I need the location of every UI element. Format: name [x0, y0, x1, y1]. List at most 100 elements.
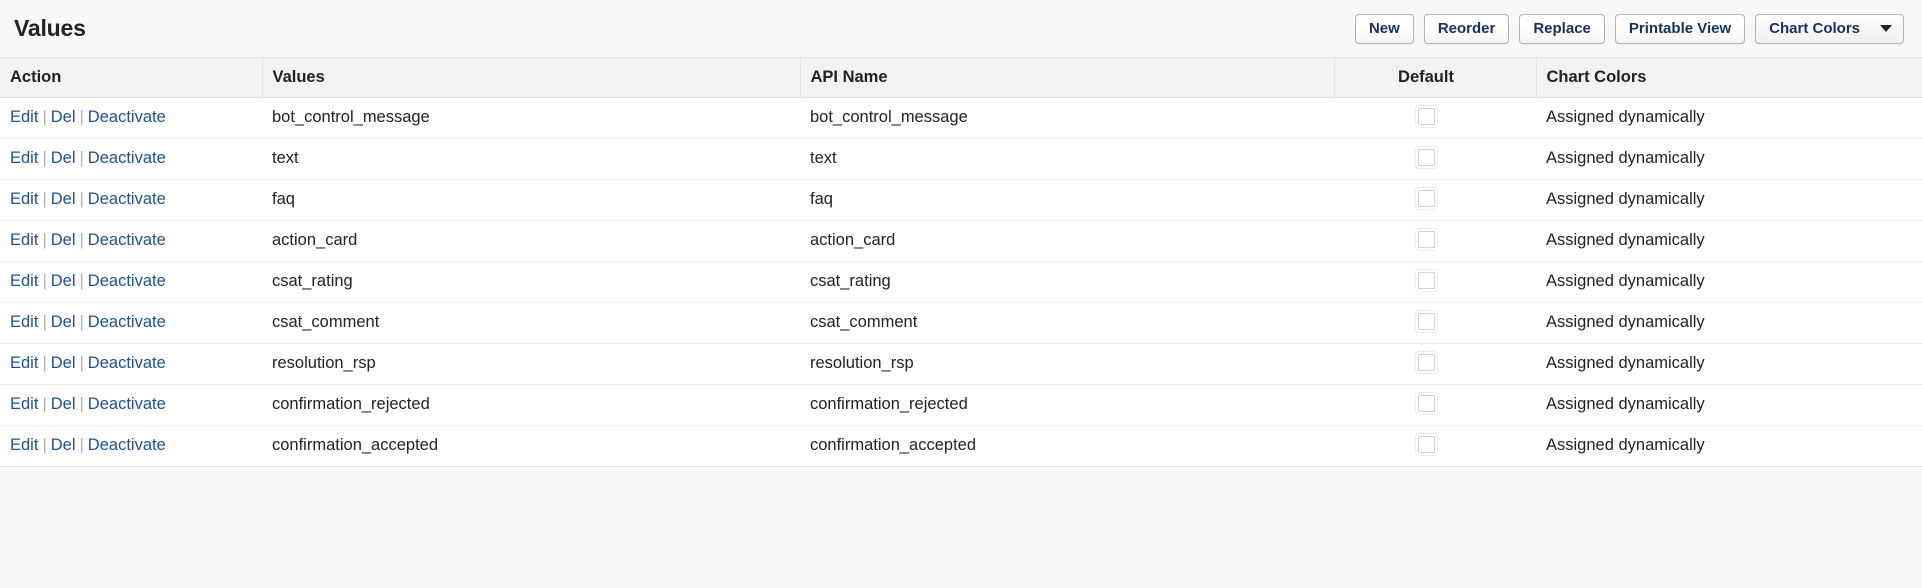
default-checkbox-wrapper: [1344, 105, 1536, 129]
del-link[interactable]: Del: [50, 149, 76, 167]
cell-value: bot_control_message: [262, 97, 800, 139]
del-link[interactable]: Del: [50, 272, 76, 290]
cell-api-name: text: [800, 138, 1334, 180]
deactivate-link[interactable]: Deactivate: [87, 395, 166, 413]
column-header-chart-colors: Chart Colors: [1536, 58, 1922, 98]
default-checkbox[interactable]: [1414, 392, 1438, 416]
default-checkbox[interactable]: [1414, 433, 1438, 457]
deactivate-link[interactable]: Deactivate: [87, 231, 166, 249]
cell-action: Edit|Del|Deactivate: [0, 425, 262, 466]
cell-default: [1334, 425, 1536, 466]
deactivate-link[interactable]: Deactivate: [87, 313, 166, 331]
cell-value: csat_rating: [262, 261, 800, 303]
deactivate-link[interactable]: Deactivate: [87, 272, 166, 290]
column-header-values: Values: [262, 58, 801, 98]
default-checkbox[interactable]: [1414, 269, 1438, 293]
edit-link[interactable]: Edit: [10, 354, 39, 372]
cell-chart-color: Assigned dynamically: [1536, 220, 1922, 262]
cell-default: [1334, 97, 1536, 139]
chart-colors-dropdown[interactable]: Chart Colors: [1755, 13, 1904, 44]
action-separator: |: [79, 313, 84, 331]
row-action-links: Edit|Del|Deactivate: [10, 354, 166, 372]
page-header: Values New Reorder Replace Printable View Ch…: [0, 0, 1922, 57]
cell-chart-color: Assigned dynamically: [1536, 97, 1922, 139]
deactivate-link[interactable]: Deactivate: [87, 436, 166, 454]
action-separator: |: [42, 395, 47, 413]
cell-default: [1334, 220, 1536, 262]
edit-link[interactable]: Edit: [10, 149, 39, 167]
cell-api-name: action_card: [800, 220, 1334, 262]
del-link[interactable]: Del: [50, 354, 76, 372]
default-checkbox[interactable]: [1414, 187, 1438, 211]
row-action-links: Edit|Del|Deactivate: [10, 231, 166, 249]
edit-link[interactable]: Edit: [10, 436, 39, 454]
printable-view-button[interactable]: Printable View: [1614, 13, 1746, 44]
deactivate-link[interactable]: Deactivate: [87, 149, 166, 167]
action-separator: |: [79, 354, 84, 372]
default-checkbox[interactable]: [1414, 351, 1438, 375]
default-checkbox-wrapper: [1344, 146, 1536, 170]
edit-link[interactable]: Edit: [10, 190, 39, 208]
bottom-spacer: [0, 467, 1922, 485]
column-header-default: Default: [1334, 58, 1537, 98]
new-button[interactable]: New: [1354, 13, 1414, 44]
deactivate-link[interactable]: Deactivate: [87, 190, 166, 208]
cell-api-name: confirmation_rejected: [800, 384, 1334, 426]
default-checkbox-wrapper: [1344, 351, 1536, 375]
replace-button-label: Replace: [1533, 19, 1591, 37]
default-checkbox[interactable]: [1414, 228, 1438, 252]
page-title: Values: [14, 15, 86, 41]
default-checkbox-wrapper: [1344, 433, 1536, 457]
cell-default: [1334, 261, 1536, 303]
cell-api-name: csat_comment: [800, 302, 1334, 344]
del-link[interactable]: Del: [50, 231, 76, 249]
cell-default: [1334, 384, 1536, 426]
row-action-links: Edit|Del|Deactivate: [10, 272, 166, 290]
action-separator: |: [42, 354, 47, 372]
cell-api-name: csat_rating: [800, 261, 1334, 303]
action-separator: |: [42, 108, 47, 126]
default-checkbox-wrapper: [1344, 228, 1536, 252]
del-link[interactable]: Del: [50, 108, 76, 126]
row-action-links: Edit|Del|Deactivate: [10, 149, 166, 167]
del-link[interactable]: Del: [50, 313, 76, 331]
cell-default: [1334, 179, 1536, 221]
default-checkbox-wrapper: [1344, 310, 1536, 334]
default-checkbox[interactable]: [1414, 146, 1438, 170]
del-link[interactable]: Del: [50, 395, 76, 413]
edit-link[interactable]: Edit: [10, 108, 39, 126]
column-header-api-name: API Name: [800, 58, 1335, 98]
default-checkbox-wrapper: [1344, 392, 1536, 416]
cell-value: faq: [262, 179, 800, 221]
deactivate-link[interactable]: Deactivate: [87, 354, 166, 372]
reorder-button[interactable]: Reorder: [1423, 13, 1510, 44]
cell-default: [1334, 302, 1536, 344]
table-row: Edit|Del|Deactivate confirmation_accepted…: [0, 425, 1922, 466]
edit-link[interactable]: Edit: [10, 272, 39, 290]
edit-link[interactable]: Edit: [10, 313, 39, 331]
default-checkbox[interactable]: [1414, 105, 1438, 129]
cell-action: Edit|Del|Deactivate: [0, 220, 262, 262]
cell-value: resolution_rsp: [262, 343, 800, 385]
del-link[interactable]: Del: [50, 190, 76, 208]
edit-link[interactable]: Edit: [10, 231, 39, 249]
row-action-links: Edit|Del|Deactivate: [10, 436, 166, 454]
reorder-button-label: Reorder: [1437, 19, 1496, 37]
edit-link[interactable]: Edit: [10, 395, 39, 413]
cell-value: confirmation_accepted: [262, 425, 800, 466]
cell-api-name: faq: [800, 179, 1334, 221]
replace-button[interactable]: Replace: [1519, 13, 1605, 44]
del-link[interactable]: Del: [50, 436, 76, 454]
list-view-container: Action Values API Name Default Chart Col…: [0, 57, 1922, 467]
cell-action: Edit|Del|Deactivate: [0, 384, 262, 426]
default-checkbox[interactable]: [1414, 310, 1438, 334]
deactivate-link[interactable]: Deactivate: [87, 108, 166, 126]
action-separator: |: [79, 395, 84, 413]
cell-action: Edit|Del|Deactivate: [0, 179, 262, 221]
cell-action: Edit|Del|Deactivate: [0, 97, 262, 139]
cell-chart-color: Assigned dynamically: [1536, 138, 1922, 180]
